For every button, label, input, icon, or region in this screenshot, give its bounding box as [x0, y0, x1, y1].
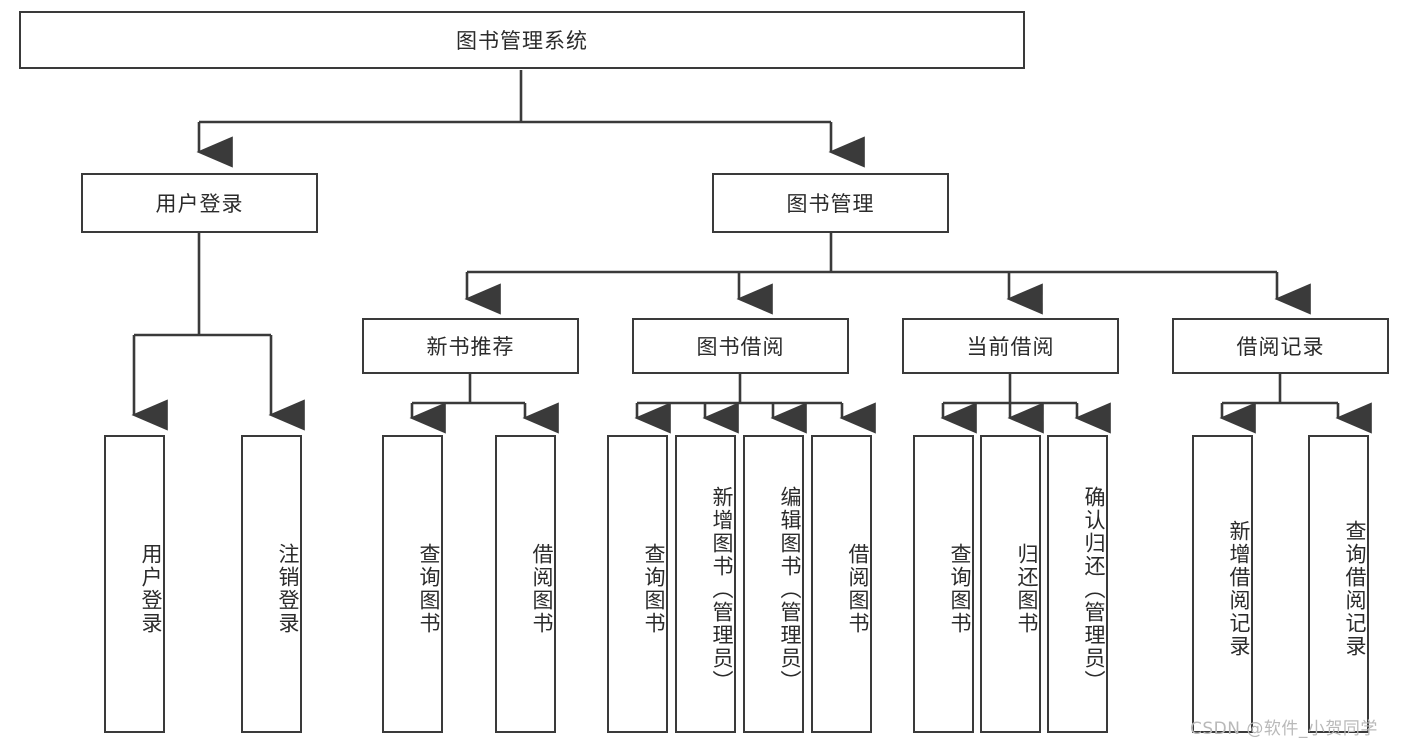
leaf-record-add-label: 新增借阅记录	[1227, 520, 1251, 658]
leaf-user-logout-label: 注销登录	[276, 543, 300, 635]
leaf-record-add[interactable]: 新增借阅记录	[1192, 435, 1253, 733]
leaf-current-return-label: 归还图书	[1015, 543, 1039, 635]
leaf-current-query-label: 查询图书	[948, 543, 972, 635]
leaf-borrow-edit-label: 编辑图书（管理员）	[778, 485, 802, 693]
node-book-management[interactable]: 图书管理	[712, 173, 949, 233]
leaf-borrow-borrow[interactable]: 借阅图书	[811, 435, 872, 733]
leaf-borrow-query[interactable]: 查询图书	[607, 435, 668, 733]
leaf-record-query[interactable]: 查询借阅记录	[1308, 435, 1369, 733]
node-book-borrow[interactable]: 图书借阅	[632, 318, 849, 374]
node-new-book-recommend-label: 新书推荐	[426, 335, 515, 359]
leaf-newbook-borrow[interactable]: 借阅图书	[495, 435, 556, 733]
leaf-newbook-query[interactable]: 查询图书	[382, 435, 443, 733]
node-new-book-recommend[interactable]: 新书推荐	[362, 318, 579, 374]
node-root-label: 图书管理系统	[456, 29, 588, 53]
leaf-borrow-query-label: 查询图书	[642, 543, 666, 635]
node-borrow-record-label: 借阅记录	[1236, 335, 1325, 359]
leaf-newbook-query-label: 查询图书	[417, 543, 441, 635]
node-borrow-record[interactable]: 借阅记录	[1172, 318, 1389, 374]
leaf-record-query-label: 查询借阅记录	[1343, 520, 1367, 658]
leaf-newbook-borrow-label: 借阅图书	[530, 543, 554, 635]
leaf-current-query[interactable]: 查询图书	[913, 435, 974, 733]
node-user-login-label: 用户登录	[155, 192, 244, 216]
node-root[interactable]: 图书管理系统	[19, 11, 1025, 69]
node-book-borrow-label: 图书借阅	[696, 335, 785, 359]
node-book-management-label: 图书管理	[786, 192, 875, 216]
leaf-user-logout[interactable]: 注销登录	[241, 435, 302, 733]
leaf-borrow-borrow-label: 借阅图书	[846, 543, 870, 635]
leaf-user-login[interactable]: 用户登录	[104, 435, 165, 733]
leaf-current-confirm-return-label: 确认归还（管理员）	[1082, 485, 1106, 693]
node-current-borrow[interactable]: 当前借阅	[902, 318, 1119, 374]
node-user-login[interactable]: 用户登录	[81, 173, 318, 233]
leaf-user-login-label: 用户登录	[139, 543, 163, 635]
leaf-borrow-add-label: 新增图书（管理员）	[710, 485, 734, 693]
leaf-current-confirm-return[interactable]: 确认归还（管理员）	[1047, 435, 1108, 733]
csdn-watermark: CSDN @软件_小贺同学	[1190, 719, 1378, 739]
leaf-current-return[interactable]: 归还图书	[980, 435, 1041, 733]
node-current-borrow-label: 当前借阅	[966, 335, 1055, 359]
leaf-borrow-edit[interactable]: 编辑图书（管理员）	[743, 435, 804, 733]
leaf-borrow-add[interactable]: 新增图书（管理员）	[675, 435, 736, 733]
